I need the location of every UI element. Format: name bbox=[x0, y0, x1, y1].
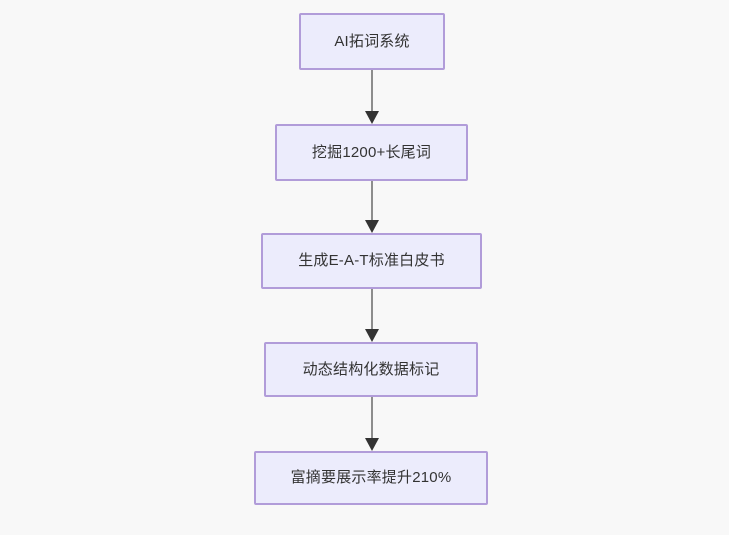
connector-node2-node3 bbox=[365, 181, 379, 233]
flowchart-node-rich-snippet-rate-increase[interactable]: 富摘要展示率提升210% bbox=[254, 451, 488, 505]
flowchart-node-label: 富摘要展示率提升210% bbox=[290, 469, 452, 486]
connector-node3-node4 bbox=[365, 289, 379, 342]
connector-node4-node5 bbox=[365, 397, 379, 451]
flowchart-node-label: 生成E-A-T标准白皮书 bbox=[298, 252, 445, 269]
flowchart-node-label: 动态结构化数据标记 bbox=[302, 360, 440, 378]
flowchart-node-label: AI拓词系统 bbox=[334, 32, 410, 50]
flowchart-node-mine-longtail-keywords[interactable]: 挖掘1200+长尾词 bbox=[275, 124, 468, 181]
flowchart-node-generate-eat-whitepaper[interactable]: 生成E-A-T标准白皮书 bbox=[261, 233, 482, 289]
flowchart-node-ai-keyword-system[interactable]: AI拓词系统 bbox=[299, 13, 445, 70]
flowchart-node-dynamic-structured-data-markup[interactable]: 动态结构化数据标记 bbox=[264, 342, 478, 397]
connector-node1-node2 bbox=[365, 70, 379, 124]
flowchart-node-label: 挖掘1200+长尾词 bbox=[311, 143, 432, 161]
